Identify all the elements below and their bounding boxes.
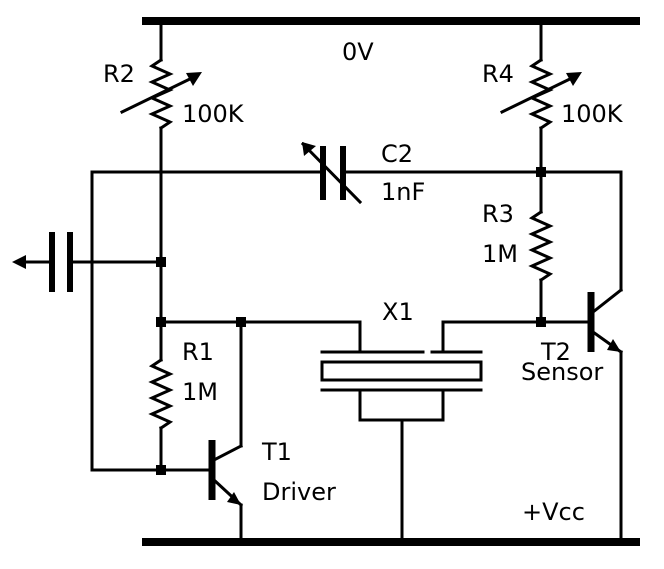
resistor-r4: [499, 19, 582, 174]
label-bottom-rail: +Vcc: [522, 498, 585, 526]
junction-right-322: [536, 317, 546, 327]
label-r1-value: 1M: [182, 378, 218, 406]
label-r2-value: 100K: [182, 100, 245, 128]
label-r3-ref: R3: [482, 200, 514, 228]
label-t2-role: Sensor: [521, 358, 603, 386]
junction-right-172: [536, 167, 546, 177]
junction-left-470: [156, 465, 166, 475]
resistor-r1: [148, 357, 174, 472]
transistor-t2: [587, 170, 624, 544]
label-r4-value: 100K: [561, 100, 624, 128]
label-r2-ref: R2: [103, 60, 135, 88]
label-t2-ref: T2: [540, 338, 571, 366]
junction-left-322: [156, 317, 166, 327]
label-t1-role: Driver: [262, 478, 336, 506]
transistor-t1: [208, 440, 244, 544]
output-capacitor: [12, 232, 163, 292]
crystal-x1: [320, 320, 483, 544]
label-t1-ref: T1: [261, 438, 292, 466]
junction-left-272: [156, 257, 166, 267]
label-r3-value: 1M: [482, 240, 518, 268]
label-c2-value: 1nF: [381, 178, 425, 206]
junction-t1-collector: [236, 317, 246, 327]
label-r4-ref: R4: [482, 60, 514, 88]
label-top-rail: 0V: [342, 38, 374, 66]
resistor-r3: [528, 170, 554, 324]
label-r1-ref: R1: [182, 338, 214, 366]
resistor-r2: [119, 19, 202, 174]
label-c2-ref: C2: [381, 140, 413, 168]
label-x1-ref: X1: [382, 298, 414, 326]
